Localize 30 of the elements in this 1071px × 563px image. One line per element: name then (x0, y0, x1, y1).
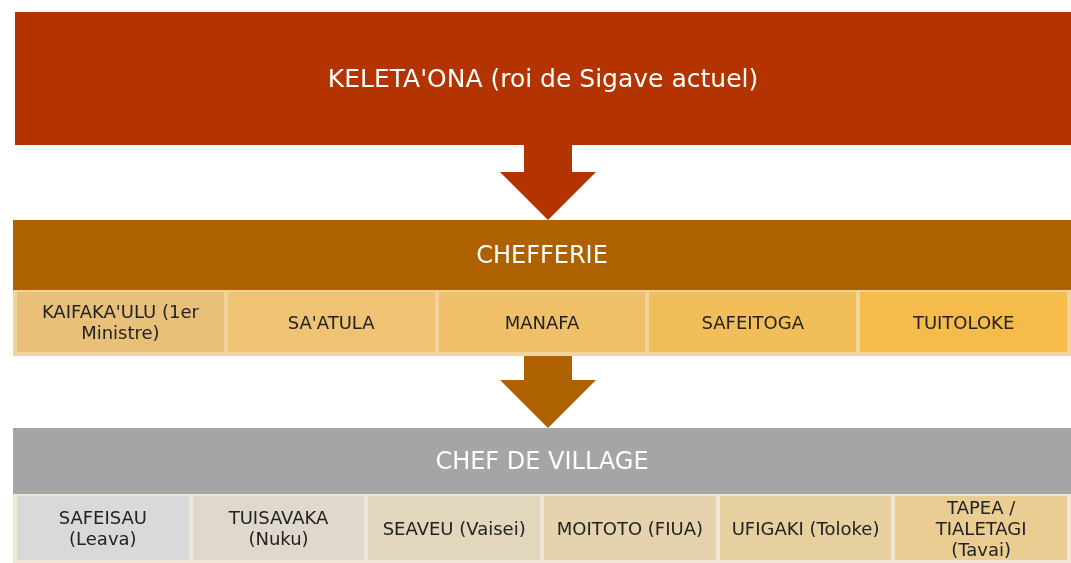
title-banner (15, 12, 1071, 145)
member-name: SEAVEU (Vaisei) (382, 517, 526, 539)
member-name: UFIGAKI (Toloke) (731, 517, 880, 539)
level-title: CHEFFERIE (476, 241, 608, 269)
member-name: MANAFA (504, 311, 580, 333)
member-cell (15, 290, 226, 354)
level-panel (13, 428, 1071, 563)
member-name: SAFEISAU (Leava) (57, 507, 148, 549)
level-title: CHEF DE VILLAGE (435, 447, 649, 475)
member-cell (893, 494, 1070, 562)
member-cell (542, 494, 718, 562)
member-name: KAIFAKA'ULU (1er Ministre) (40, 301, 200, 343)
block-arrow (500, 354, 596, 428)
member-cell (190, 494, 367, 562)
member-cell (15, 494, 191, 562)
member-cell (717, 494, 894, 562)
level-panel (13, 220, 1071, 356)
member-name: MOITOTO (FIUA) (556, 517, 703, 539)
member-name: TUITOLOKE (912, 311, 1015, 333)
member-name: TUISAVAKA (Nuku) (227, 507, 330, 549)
banner-title: KELETA'ONA (roi de Sigave actuel) (327, 64, 759, 93)
member-cell (858, 290, 1069, 354)
block-arrow (500, 145, 596, 220)
member-name: TAPEA / TIALETAGI (Tavai) (934, 496, 1028, 560)
member-name: SA'ATULA (287, 311, 375, 333)
member-cell (366, 494, 542, 562)
member-cell (436, 290, 648, 354)
member-cell (225, 290, 437, 354)
member-name: SAFEITOGA (701, 311, 805, 333)
member-cell (647, 290, 859, 354)
